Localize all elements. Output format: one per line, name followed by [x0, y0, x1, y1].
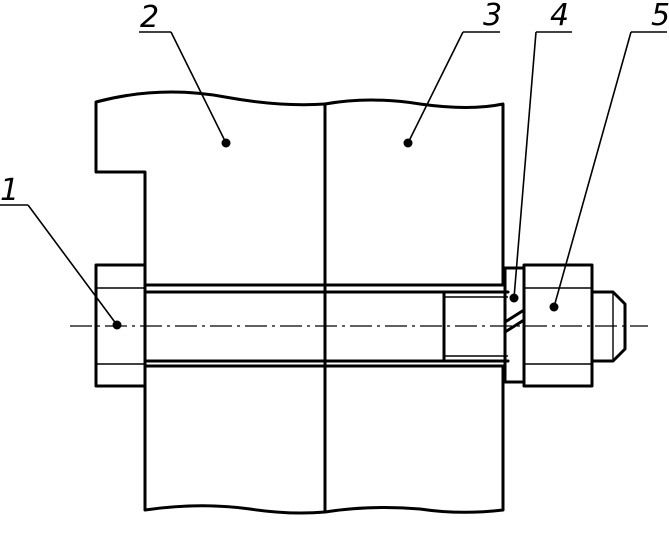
right-plate-lower [323, 364, 505, 514]
callout-4-label: 4 [550, 0, 569, 33]
callout-5-label: 5 [651, 0, 669, 33]
callout-2-label: 2 [140, 0, 159, 35]
callout-4-dot [509, 293, 519, 303]
callout-3-leader [407, 31, 464, 144]
callout-3: 3 [403, 0, 502, 148]
callout-5: 5 [549, 0, 669, 312]
callout-2-leader [170, 31, 227, 144]
lock-washer-split-a [503, 308, 526, 324]
callout-1-leader [27, 204, 118, 326]
callout-3-label: 3 [483, 0, 502, 33]
callout-5-dot [549, 302, 559, 312]
callout-5-leader [553, 31, 632, 308]
callout-1: 1 [0, 173, 122, 330]
lock-washer-split-b [503, 318, 526, 334]
callout-1-dot [112, 320, 122, 330]
callout-3-dot [403, 138, 413, 148]
callout-4-leader [513, 31, 537, 299]
left-plate-lower [143, 364, 327, 515]
callout-4: 4 [509, 0, 572, 303]
callout-2: 2 [139, 0, 231, 148]
left-plate-upper [94, 90, 327, 287]
callout-1-label: 1 [0, 173, 19, 208]
nut [522, 263, 594, 388]
right-plate-upper [323, 98, 505, 287]
callout-2-dot [221, 138, 231, 148]
